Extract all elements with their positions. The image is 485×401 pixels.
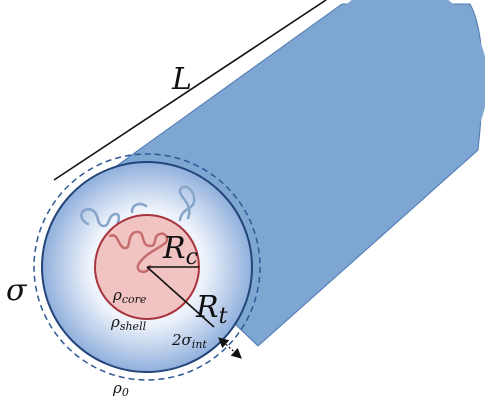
total-radius-line (146, 266, 215, 328)
polymer-chain-outer-3 (130, 202, 148, 214)
polymer-chain-outer-2 (178, 185, 196, 222)
interface-width-arrow (218, 337, 242, 359)
cylinder-lower-edge (257, 149, 479, 347)
sigma-label: σ (6, 273, 28, 308)
cylinder-far-end (312, 0, 485, 180)
total-radius-label: Rt (195, 290, 228, 329)
core-radius-label: Rc (162, 231, 198, 270)
length-line (53, 0, 327, 181)
polymer-chain-core (108, 230, 169, 274)
interface-roughness-circle (33, 153, 261, 381)
sigma-int-label: 2σint (171, 331, 207, 351)
polymer-chain-outer-1 (80, 207, 121, 240)
rho-core-label: ρcore (112, 286, 147, 306)
length-label: L (171, 62, 192, 97)
rho-zero-label: ρ0 (112, 379, 129, 399)
rho-shell-label: ρshell (110, 313, 147, 333)
